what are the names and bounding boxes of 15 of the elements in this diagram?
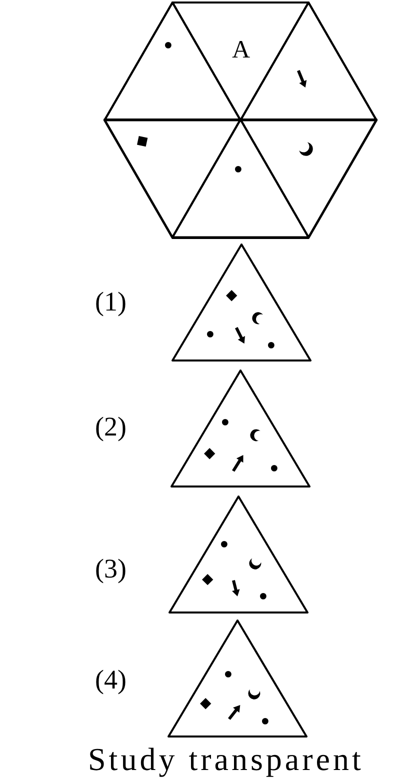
option-number: (2) [95,414,126,440]
triangle-panel [170,118,310,240]
answer-triangle [168,494,308,614]
answer-triangle [170,242,312,362]
option-number: (1) [95,288,126,316]
option-number: (3) [95,556,126,582]
panel-label: A [232,37,250,62]
triangle-panel [170,0,310,122]
hexagon-figure [102,0,378,240]
triangle-panel [238,118,378,240]
answer-triangle [170,368,310,488]
triangle-panel [102,118,242,240]
instruction-text: Study transparent [88,741,364,777]
option-number: (4) [95,666,126,694]
answer-triangle [166,618,308,738]
